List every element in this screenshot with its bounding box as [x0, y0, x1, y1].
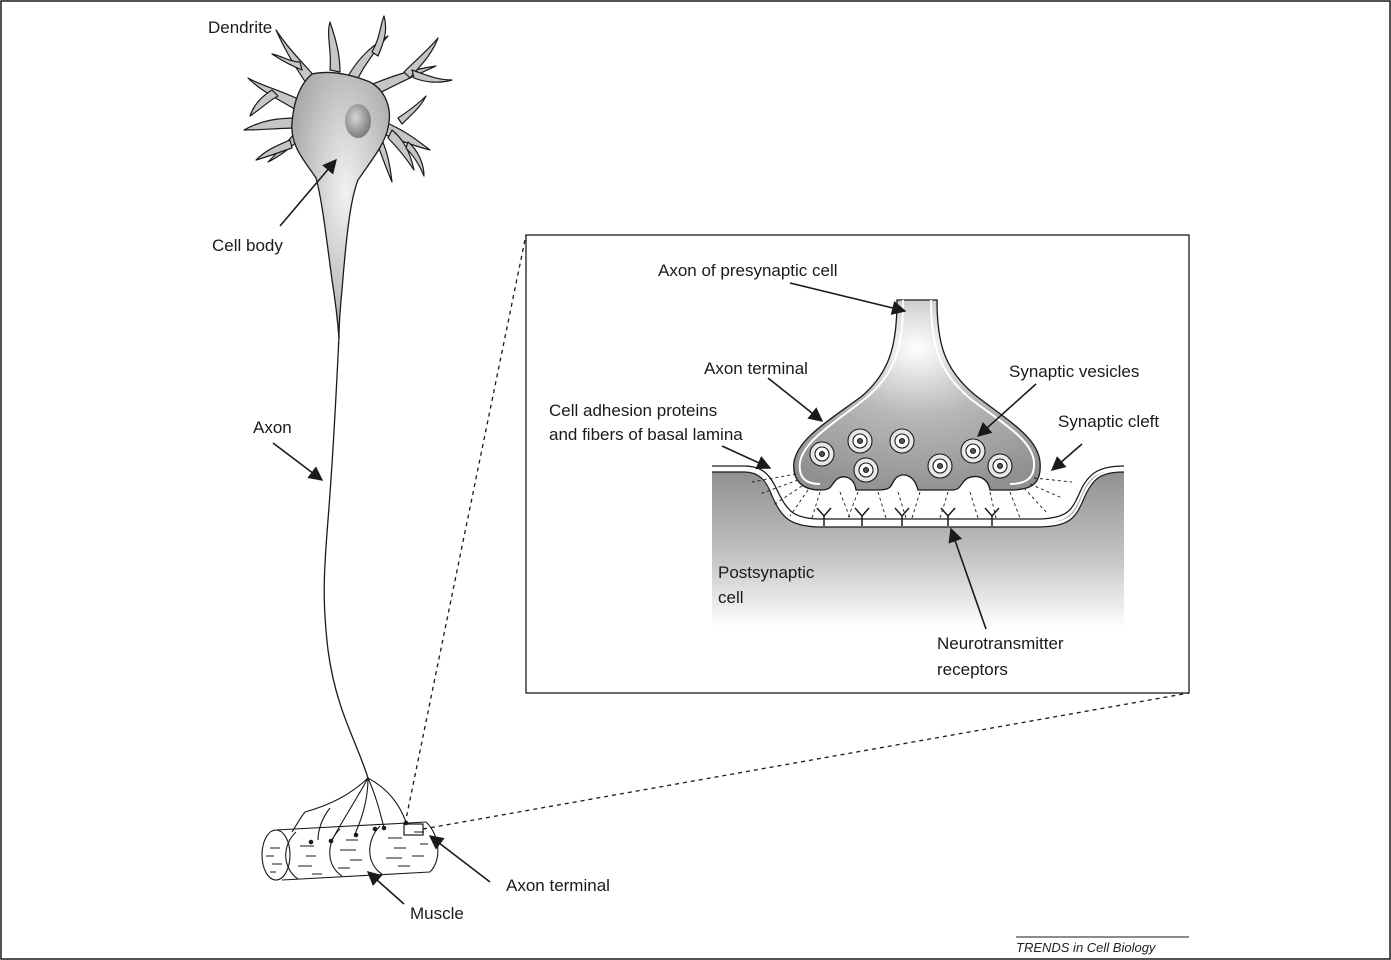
label-axon-terminal-main: Axon terminal — [506, 876, 610, 895]
arrow-axon-terminal-main — [430, 836, 490, 882]
muscle-fiber — [262, 822, 438, 880]
label-axon-presynaptic: Axon of presynaptic cell — [658, 261, 838, 280]
axon-terminal-branches — [292, 778, 406, 840]
label-cell-body: Cell body — [212, 236, 283, 255]
label-postsynaptic-line1: Postsynaptic — [718, 563, 815, 582]
label-axon-terminal-inset: Axon terminal — [704, 359, 808, 378]
zoom-box — [404, 824, 423, 835]
nucleus — [345, 104, 371, 138]
label-muscle: Muscle — [410, 904, 464, 923]
arrow-axon — [273, 443, 322, 480]
label-postsynaptic-line2: cell — [718, 588, 744, 607]
credit-text: TRENDS in Cell Biology — [1016, 940, 1157, 955]
arrow-muscle — [368, 872, 404, 904]
label-axon: Axon — [253, 418, 292, 437]
cell-body — [292, 72, 390, 338]
label-receptors-line2: receptors — [937, 660, 1008, 679]
label-synaptic-cleft: Synaptic cleft — [1058, 412, 1159, 431]
label-synaptic-vesicles: Synaptic vesicles — [1009, 362, 1139, 381]
label-adhesion-line1: Cell adhesion proteins — [549, 401, 717, 420]
label-receptors-line1: Neurotransmitter — [937, 634, 1064, 653]
axon-line — [324, 336, 368, 778]
label-dendrite: Dendrite — [208, 18, 272, 37]
label-adhesion-line2: and fibers of basal lamina — [549, 425, 743, 444]
